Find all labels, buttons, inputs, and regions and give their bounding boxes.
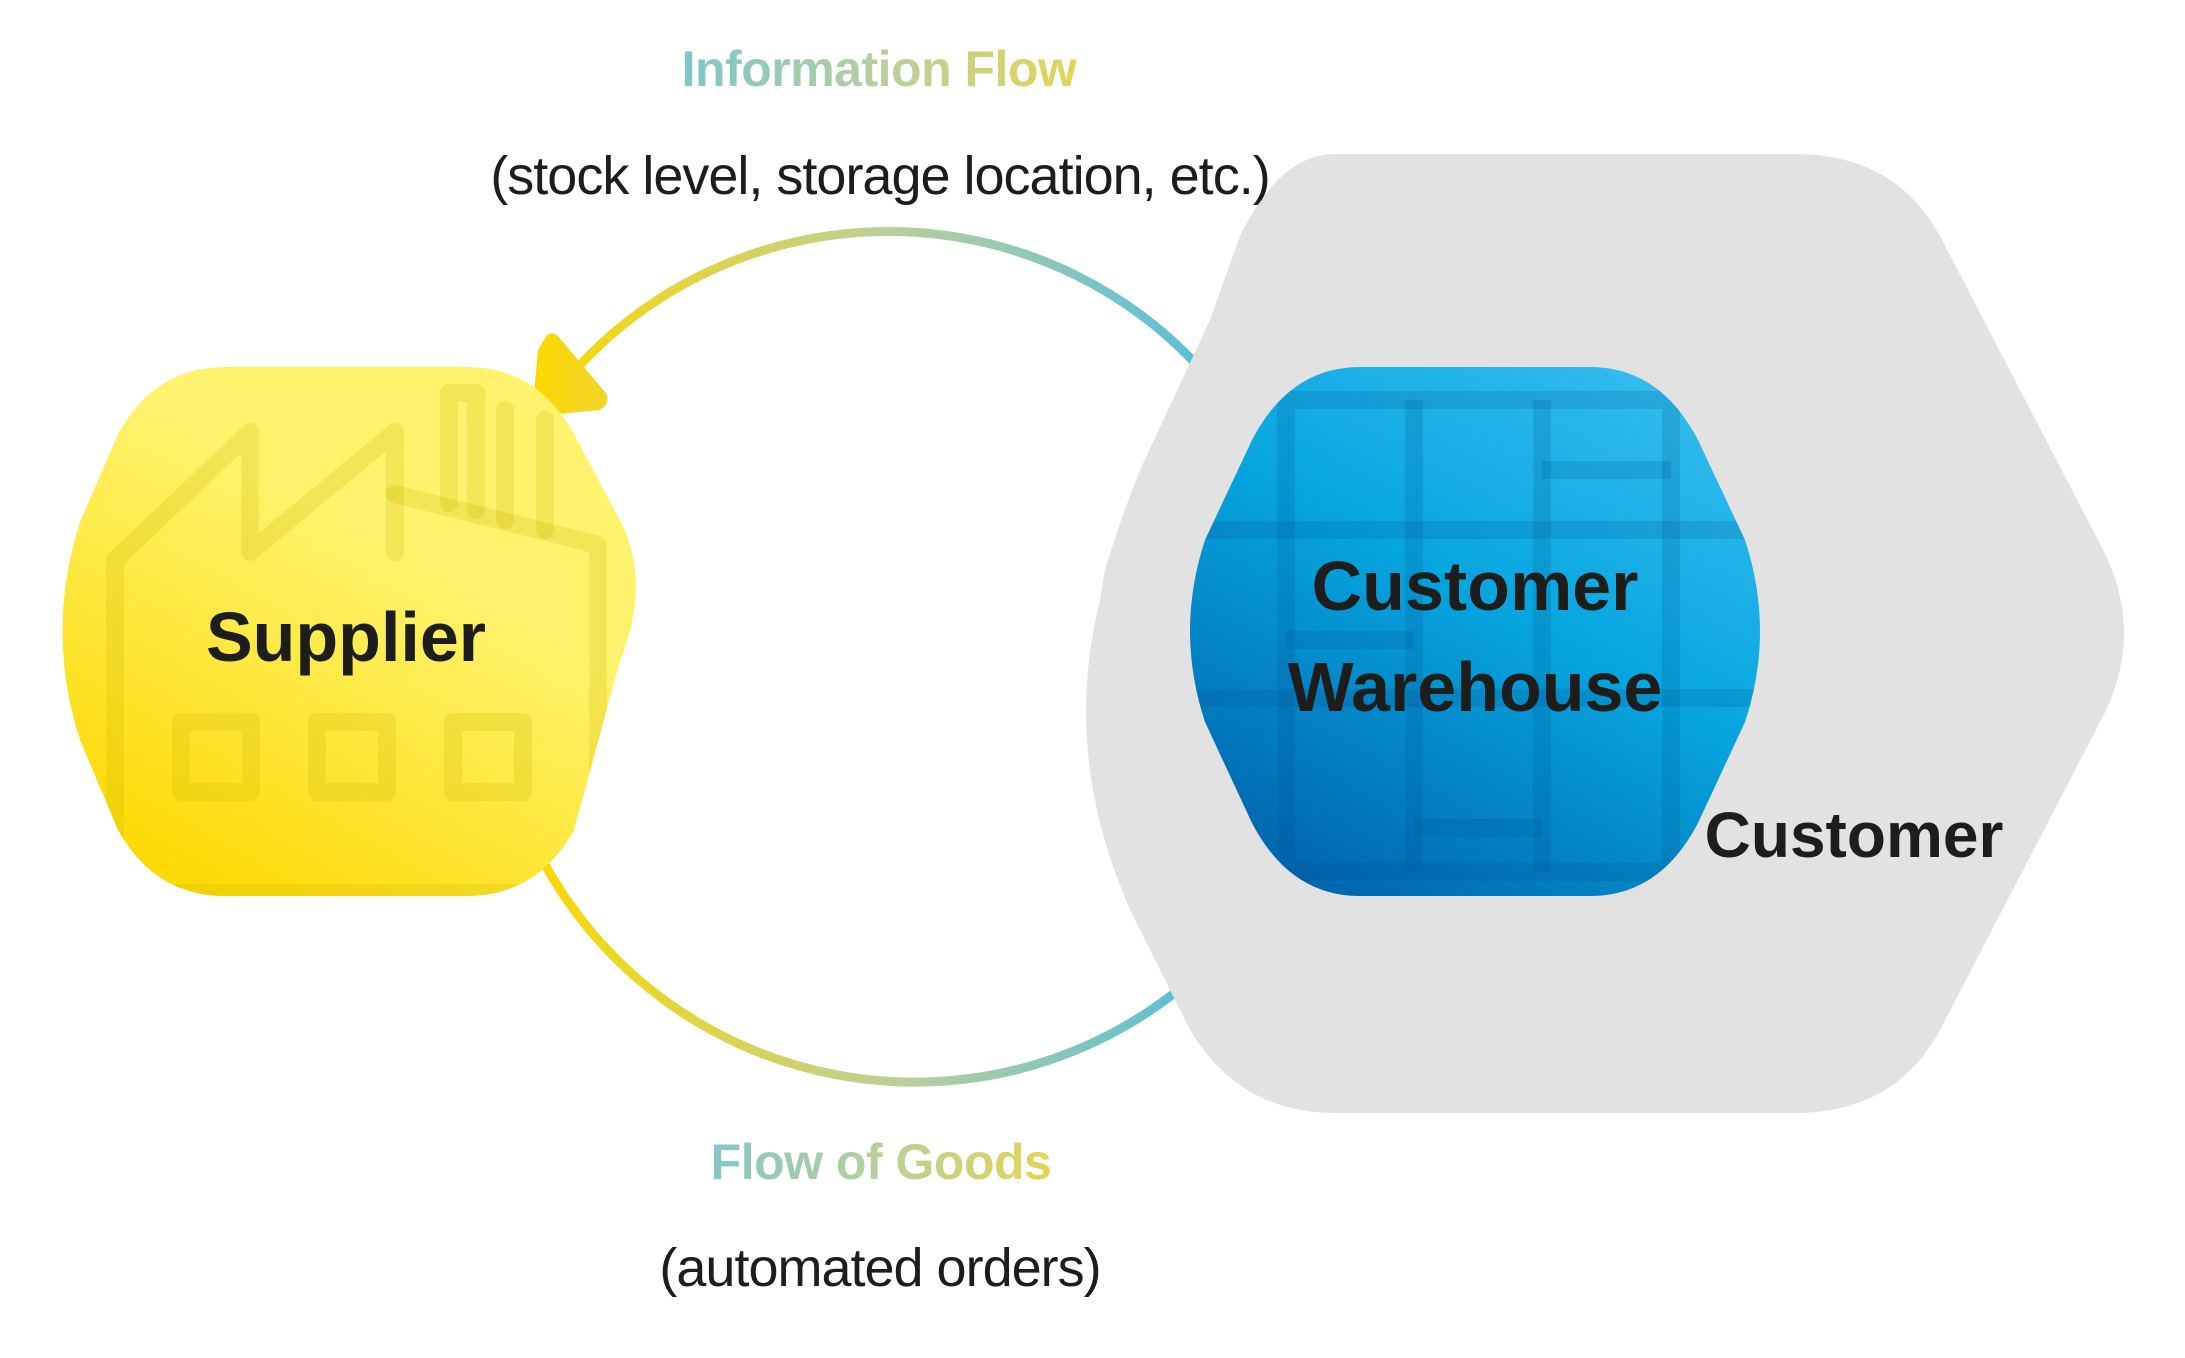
customer-warehouse-label-line1: Customer <box>1311 547 1639 625</box>
customer-label: Customer <box>1704 799 2004 871</box>
information-flow-subtitle: (stock level, storage location, etc.) <box>490 146 1270 206</box>
customer-warehouse-hexagon <box>1190 367 1760 896</box>
supplier-hexagon <box>62 367 636 896</box>
information-flow-arc <box>566 226 1216 385</box>
customer-warehouse-label-line2: Warehouse <box>1287 648 1663 726</box>
information-flow-arrowhead <box>533 333 608 416</box>
shelving-icon <box>1190 391 1760 881</box>
customer-warehouse-node[interactable] <box>1180 367 1780 896</box>
information-flow-arrow <box>533 226 1216 416</box>
goods-flow-arc <box>521 824 1216 1087</box>
information-flow-title: Information Flow <box>681 41 1077 97</box>
goods-flow-subtitle: (automated orders) <box>659 1238 1101 1298</box>
goods-flow-title: Flow of Goods <box>710 1134 1052 1190</box>
supplier-label: Supplier <box>205 598 487 676</box>
